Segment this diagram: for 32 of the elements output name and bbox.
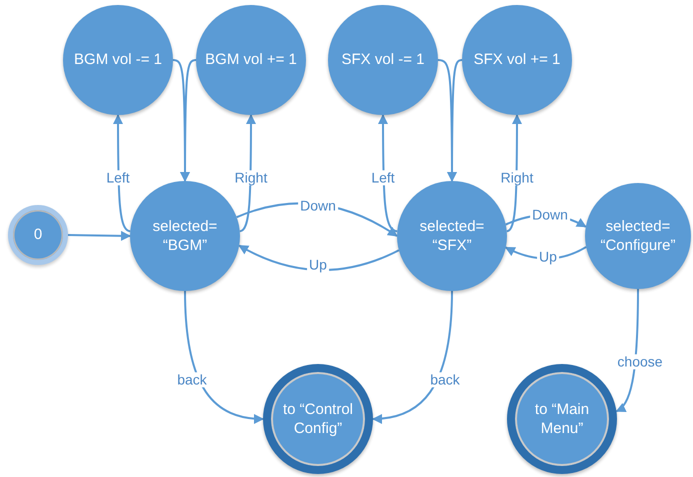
edge-label: choose <box>615 354 665 370</box>
transition-arrow <box>238 244 400 271</box>
state-label: to “Control Config” <box>282 400 354 438</box>
edge-label: Down <box>298 198 338 214</box>
edge-label: Up <box>307 257 329 273</box>
transition-arrow <box>113 114 130 232</box>
edge-label: back <box>428 372 462 388</box>
start-state-circle <box>8 205 68 265</box>
state-label: selected= “Configure” <box>599 216 677 256</box>
transition-arrow <box>372 290 453 424</box>
state-label: selected= “SFX” <box>418 216 486 256</box>
transition-arrow <box>506 114 522 232</box>
transition-arrow <box>240 114 256 232</box>
transition-arrow <box>504 246 587 260</box>
transition-arrow <box>616 289 639 412</box>
edge-label: Down <box>530 207 570 223</box>
edge-label: Right <box>232 170 270 186</box>
transition-arrow <box>447 59 462 182</box>
state-label: BGM vol -= 1 <box>74 50 162 70</box>
state-label: SFX vol -= 1 <box>342 50 424 70</box>
state-label: to “Main Menu” <box>534 400 590 438</box>
transition-arrow <box>180 59 196 182</box>
edge-label: Right <box>498 170 536 186</box>
edge-label: back <box>175 372 209 388</box>
transition-arrow <box>378 114 398 232</box>
transition-arrow <box>184 290 264 424</box>
state-label: BGM vol += 1 <box>205 50 297 70</box>
transition-arrow <box>68 230 131 241</box>
edge-label: Up <box>537 249 559 265</box>
state-label: selected= “BGM” <box>152 216 218 256</box>
state-label: 0 <box>34 225 42 245</box>
state-label: SFX vol += 1 <box>474 50 560 70</box>
